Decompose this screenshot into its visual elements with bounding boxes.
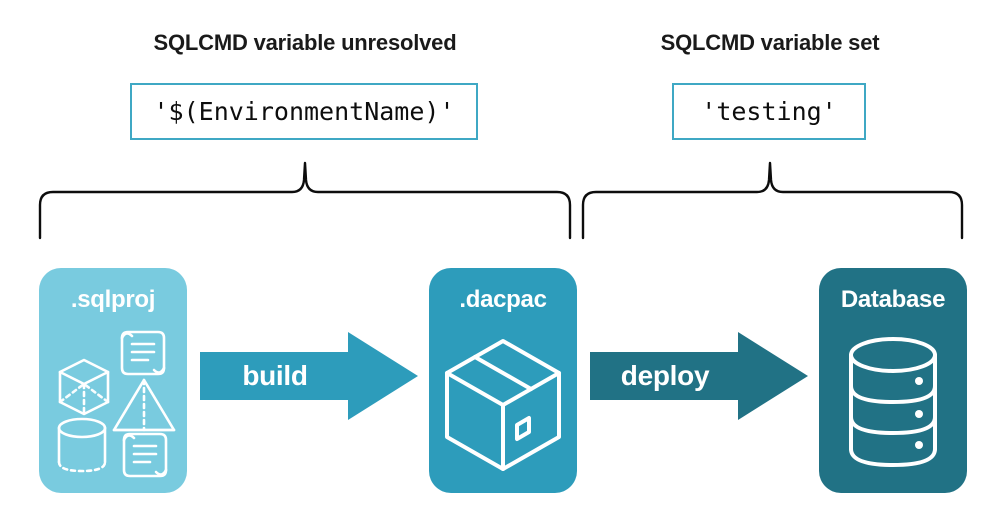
code-text-left: '$(EnvironmentName)' (153, 97, 455, 126)
arrow-build: build (200, 330, 420, 422)
scroll-icon (120, 330, 166, 376)
stage-label-database: Database (840, 286, 946, 313)
brace-right-icon (581, 161, 964, 240)
annotation-title-right: SQLCMD variable set (660, 30, 880, 55)
database-cylinder-icon (849, 337, 937, 467)
sqlcmd-variable-value-unresolved: '$(EnvironmentName)' (130, 83, 478, 140)
package-box-icon (445, 339, 561, 471)
sqlcmd-variable-value-set: 'testing' (672, 83, 866, 140)
annotation-title-left: SQLCMD variable unresolved (153, 30, 457, 55)
arrow-build-shape (200, 332, 418, 420)
code-text-right: 'testing' (701, 97, 837, 126)
arrow-deploy: deploy (590, 330, 810, 422)
cylinder-icon (57, 417, 107, 473)
stage-card-sqlproj: .sqlproj (39, 268, 187, 493)
stage-label-sqlproj: .sqlproj (70, 286, 156, 313)
stage-card-dacpac: .dacpac (429, 268, 577, 493)
stage-card-database: Database (819, 268, 967, 493)
stage-label-dacpac: .dacpac (459, 286, 547, 313)
stage-art-dacpac (429, 327, 577, 487)
cube-icon (58, 358, 110, 416)
stage-art-database (819, 327, 967, 487)
brace-left-icon (38, 161, 572, 240)
stage-art-sqlproj (39, 322, 187, 487)
pyramid-icon (112, 378, 176, 432)
scroll-icon (122, 432, 168, 478)
arrow-deploy-shape (590, 332, 808, 420)
